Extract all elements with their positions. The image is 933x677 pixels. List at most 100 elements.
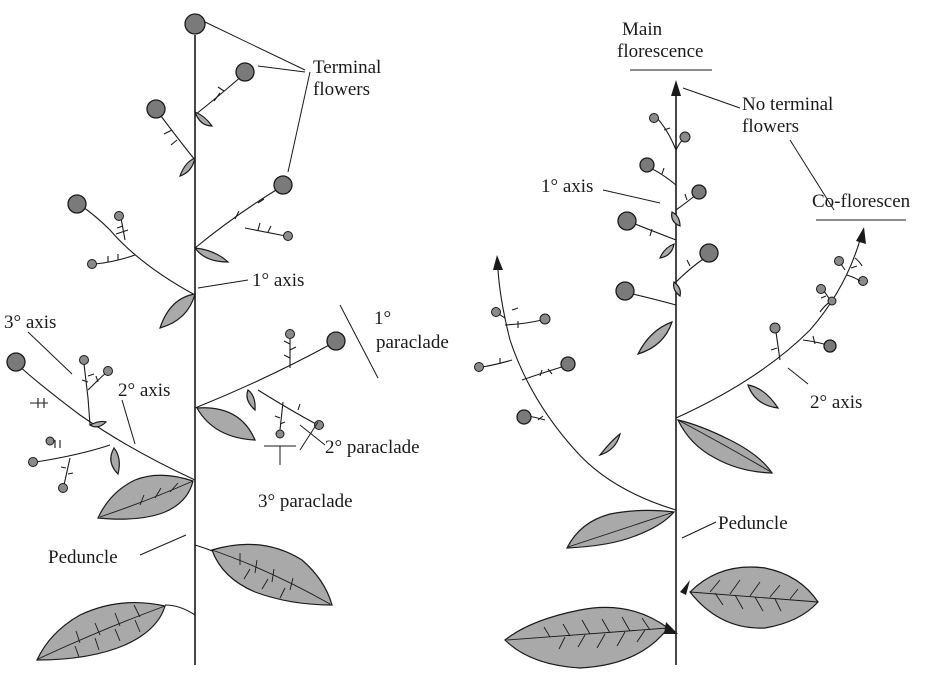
right-primary-axis-label: 1° axis	[541, 176, 593, 197]
left-flower	[7, 353, 25, 371]
left-branch	[245, 228, 286, 236]
right-bud	[680, 132, 690, 142]
left-bud	[286, 330, 295, 339]
left-bract	[195, 248, 228, 262]
right-leader-line	[682, 522, 716, 538]
coflorescence-label: Co-florescen	[812, 191, 911, 212]
left-bract	[111, 448, 120, 474]
left-leader-line	[300, 422, 318, 450]
right-branch	[841, 264, 845, 270]
left-branch	[158, 112, 195, 160]
left-bud	[46, 437, 54, 445]
left-branch	[258, 390, 316, 424]
right-stipule-icon	[680, 580, 690, 595]
right-bud	[835, 257, 844, 266]
right-flower	[517, 410, 531, 424]
right-bud	[492, 308, 501, 317]
left-flower	[147, 100, 165, 118]
right-flower	[561, 357, 575, 371]
right-flower	[700, 244, 718, 262]
right-bud	[828, 297, 836, 305]
secondary-paraclade-label: 2° paraclade	[325, 437, 420, 458]
right-bud	[650, 114, 659, 123]
left-branch	[36, 445, 110, 462]
left-branch	[80, 205, 195, 295]
main-florescence-label: Main florescence	[617, 19, 704, 62]
tertiary-axis-label: 3° axis	[4, 312, 56, 333]
left-bract-tick	[116, 226, 128, 234]
right-bud	[817, 285, 826, 294]
left-flower	[327, 332, 345, 350]
primary-paraclade-label: 1° paraclade	[374, 308, 449, 353]
right-branch	[522, 366, 565, 380]
left-bract	[247, 390, 255, 410]
right-flower	[618, 212, 636, 230]
right-bud	[770, 323, 780, 333]
left-leader-line	[122, 400, 135, 444]
right-flower	[616, 282, 634, 300]
right-flower	[824, 340, 836, 352]
right-branch	[657, 118, 676, 150]
tertiary-paraclade-label: 3° paraclade	[258, 491, 353, 512]
left-bud	[104, 367, 113, 376]
right-branch	[482, 360, 512, 367]
left-bract	[90, 421, 106, 426]
left-coflorescence-arrow-icon	[493, 255, 503, 270]
left-leaf	[160, 294, 195, 328]
right-bract	[748, 385, 778, 408]
left-peduncle-label: Peduncle	[48, 547, 118, 568]
right-bract	[674, 282, 681, 296]
left-bract	[180, 158, 195, 176]
left-bud	[88, 260, 97, 269]
left-bud	[29, 458, 38, 467]
left-bract-tick	[214, 87, 224, 101]
left-leader-line	[340, 305, 378, 378]
right-bract	[600, 434, 620, 455]
right-leaf	[505, 607, 668, 668]
right-branch	[628, 293, 676, 305]
left-leader-line	[198, 280, 248, 288]
left-flower	[274, 176, 292, 194]
no-terminal-flowers-label: No terminal flowers	[742, 94, 838, 137]
left-leader-line	[28, 332, 72, 374]
left-leaf	[197, 408, 255, 440]
left-leaf	[212, 544, 332, 605]
left-branch	[64, 458, 70, 485]
left-branch	[195, 343, 333, 408]
right-leader-line	[603, 190, 660, 203]
left-bract-tick	[30, 398, 48, 408]
right-leader-line	[683, 88, 740, 108]
right-leaf	[690, 567, 818, 628]
right-coflorescence-branch	[498, 270, 676, 510]
left-petiole	[165, 605, 195, 615]
right-bract	[672, 212, 680, 226]
right-flower	[640, 158, 654, 172]
right-main-arrow-icon	[671, 80, 681, 96]
right-coflorescence-arrow-icon	[856, 227, 866, 244]
left-terminal-flower	[185, 14, 205, 34]
right-branch	[505, 320, 542, 325]
left-bract	[195, 112, 212, 126]
left-flower	[236, 63, 254, 81]
left-leader-line	[140, 535, 186, 555]
right-plant	[475, 70, 907, 668]
right-leader-line	[788, 368, 808, 384]
left-leader-line	[264, 446, 296, 465]
left-bud	[115, 212, 124, 221]
right-bud	[475, 363, 484, 372]
left-secondary-axis-label: 2° axis	[118, 380, 170, 401]
right-secondary-axis-label: 2° axis	[810, 392, 862, 413]
right-flower	[692, 185, 706, 199]
left-leader-line	[205, 22, 305, 70]
left-leader-line	[288, 72, 310, 172]
left-bud	[284, 232, 293, 241]
left-bract-tick	[235, 199, 264, 219]
left-bud	[276, 430, 284, 438]
left-branch	[195, 187, 281, 248]
right-branch	[630, 222, 676, 240]
left-bract-tick	[82, 374, 98, 382]
right-branch	[847, 275, 860, 281]
right-bud	[540, 314, 550, 324]
right-branch	[776, 332, 780, 360]
